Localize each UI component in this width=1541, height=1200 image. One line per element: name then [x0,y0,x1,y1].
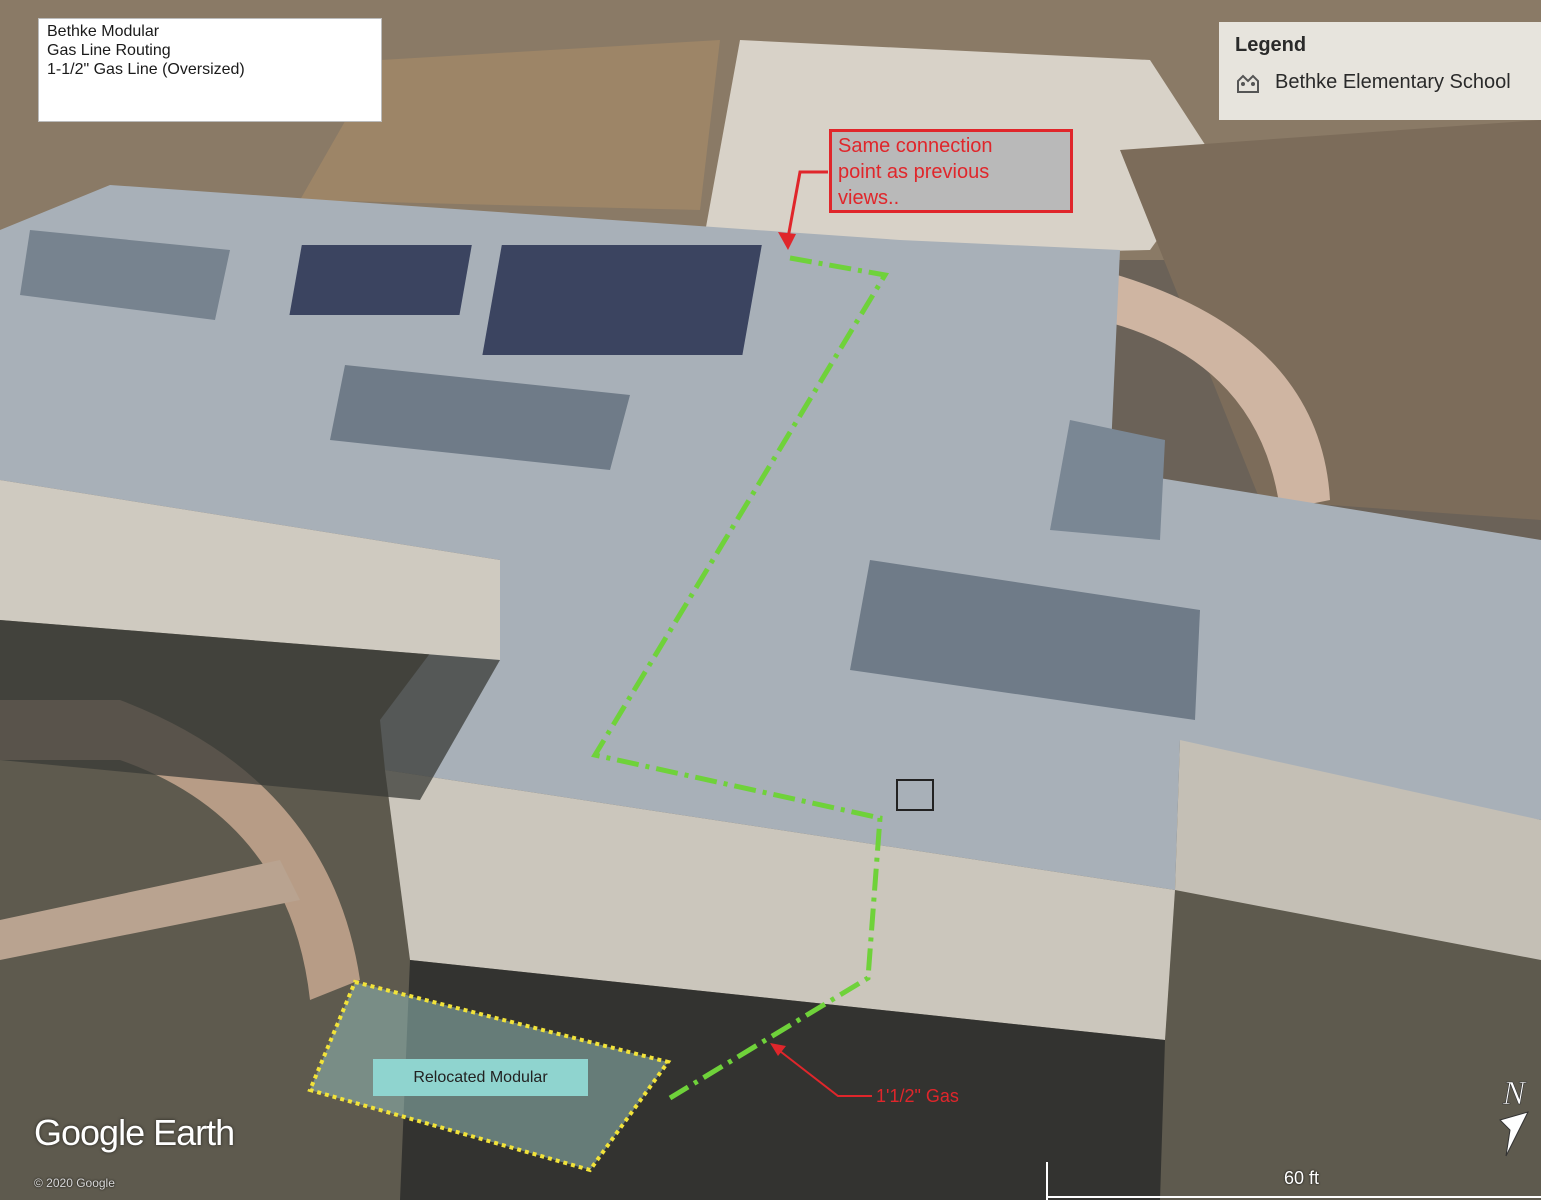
map-title-line1: Bethke Modular [47,23,160,40]
skylight-right [1050,420,1165,540]
callout-line2: point as previous [838,161,990,183]
map-title-line3: 1-1/2" Gas Line (Oversized) [47,61,245,78]
scale-bar-tick [1046,1162,1048,1200]
school-placemark-icon [1237,74,1259,93]
walkway-curve-right [1100,270,1330,510]
skylight-front [850,560,1200,720]
facade-left [0,480,500,660]
modular-label: Relocated Modular [373,1059,588,1096]
skylight-left [20,230,230,320]
gas-line-route [591,255,890,1101]
legend-title: Legend [1235,34,1307,56]
skylight-mid [330,365,630,470]
legend-item-label: Bethke Elementary School [1275,71,1511,93]
scale-bar: 60 ft [1046,1162,1541,1200]
map-title-box: Bethke Modular Gas Line Routing 1-1/2" G… [38,18,382,122]
google-earth-logo: Google Earth [34,1112,235,1153]
map-title-line2: Gas Line Routing [47,42,171,59]
facade-right [1175,740,1541,960]
legend-item[interactable]: Bethke Elementary School [1235,71,1525,94]
gas-label-arrowhead [770,1043,786,1056]
roof-hatch [896,779,934,811]
connection-callout: Same connection point as previous views.… [829,129,1073,213]
copyright-text: © 2020 Google [34,1176,115,1190]
shadow-left [0,620,500,800]
callout-line3: views.. [838,187,900,209]
callout-leader [786,170,828,239]
scale-bar-line [1046,1196,1541,1198]
solar-array-1 [289,245,472,315]
legend-panel: Legend Bethke Elementary School [1219,22,1541,120]
playground-area [300,40,720,210]
garden-right [1120,120,1541,520]
callout-line1: Same connection [838,135,993,157]
gas-line-label: 1'1/2" Gas [876,1086,959,1106]
walkway-bottom [0,860,300,960]
scale-bar-label: 60 ft [1284,1168,1320,1188]
north-arrow-label: N [1502,1075,1528,1112]
callout-arrowhead [778,232,796,250]
gas-label-leader [775,1047,872,1097]
north-arrow-pointer [1499,1111,1529,1157]
facade-front [385,770,1175,1040]
north-arrow-icon[interactable]: N [1492,1072,1536,1160]
solar-array-2 [482,245,762,355]
